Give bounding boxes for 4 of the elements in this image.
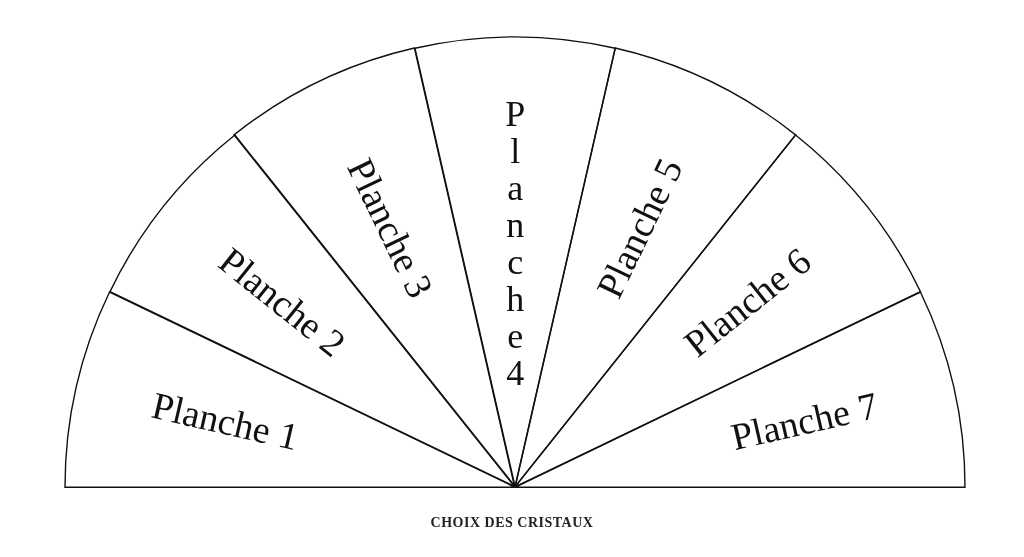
caption: CHOIX DES CRISTAUX [430, 515, 594, 530]
sector-label: Planche 1 [148, 385, 303, 456]
sector-label: Planche 4 [504, 95, 527, 393]
sector-label: Planche 7 [727, 385, 882, 456]
